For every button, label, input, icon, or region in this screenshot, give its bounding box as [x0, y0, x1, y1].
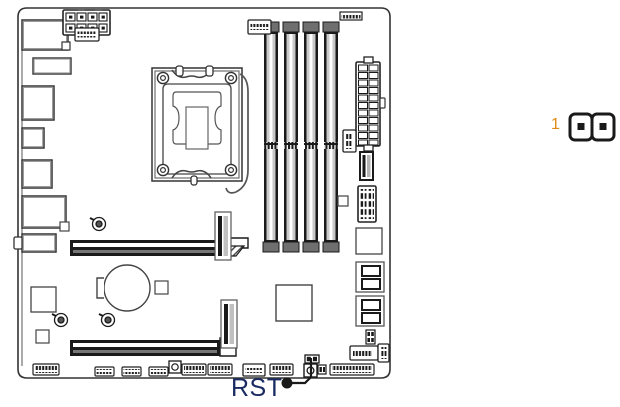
rst-callout-dot [281, 377, 293, 389]
smd-component [61, 41, 71, 51]
jumper-block [365, 329, 376, 345]
wide-header-bottom-right [329, 363, 375, 376]
usb2-header-b [121, 366, 142, 377]
front-panel-header [32, 363, 60, 376]
smd-component [35, 329, 50, 344]
standoff-screw-group [51, 216, 116, 328]
front-panel-header-right [349, 343, 390, 363]
bottom-header-cluster [168, 360, 233, 376]
usb2-header-a [94, 366, 115, 377]
smd-component [337, 195, 349, 207]
usb2-header-c [148, 366, 169, 377]
sata-port-block-lower [355, 295, 385, 327]
pcie-x16-slot-lower [70, 337, 237, 357]
ic-component-left [30, 286, 57, 313]
system-fan-header-top [247, 19, 272, 35]
dimm-slot [282, 21, 300, 253]
rgb-header-top-right [339, 11, 363, 21]
m2-slot-center-upper [214, 211, 232, 261]
ic-component-right [355, 227, 383, 255]
dimm-slot-group [262, 21, 340, 253]
smd-component [59, 221, 70, 232]
connector-pin-2 [599, 123, 607, 130]
smd-component [154, 280, 169, 295]
lga-cpu-socket [151, 65, 249, 194]
dimm-slot [262, 21, 280, 253]
usb3-front-header [357, 185, 377, 223]
rear-io-port-group [13, 19, 72, 253]
m2-slot-center-lower [220, 299, 238, 349]
sata-port-block-upper [355, 261, 385, 293]
atx-24pin-power-connector [355, 56, 386, 152]
pcie-x16-slot-upper [70, 237, 249, 258]
bottom-header-group [32, 360, 375, 377]
chipset-heatsink [275, 284, 313, 322]
com-header-bottom [269, 363, 294, 376]
dimm-slot [322, 21, 340, 253]
cmos-battery [96, 264, 151, 312]
cpu-fan-header [74, 27, 100, 42]
fan-header-mid-right [342, 129, 357, 153]
connector-pin-1 [577, 123, 585, 130]
m2-slot-right-upper [359, 151, 374, 181]
dimm-slot [302, 21, 320, 253]
fan-header-bottom [242, 363, 266, 377]
pin-1-label: 1 [551, 116, 560, 133]
rst-callout-leader [281, 358, 313, 389]
rst-connector-detail [568, 112, 616, 142]
rst-label: RST [231, 374, 283, 402]
